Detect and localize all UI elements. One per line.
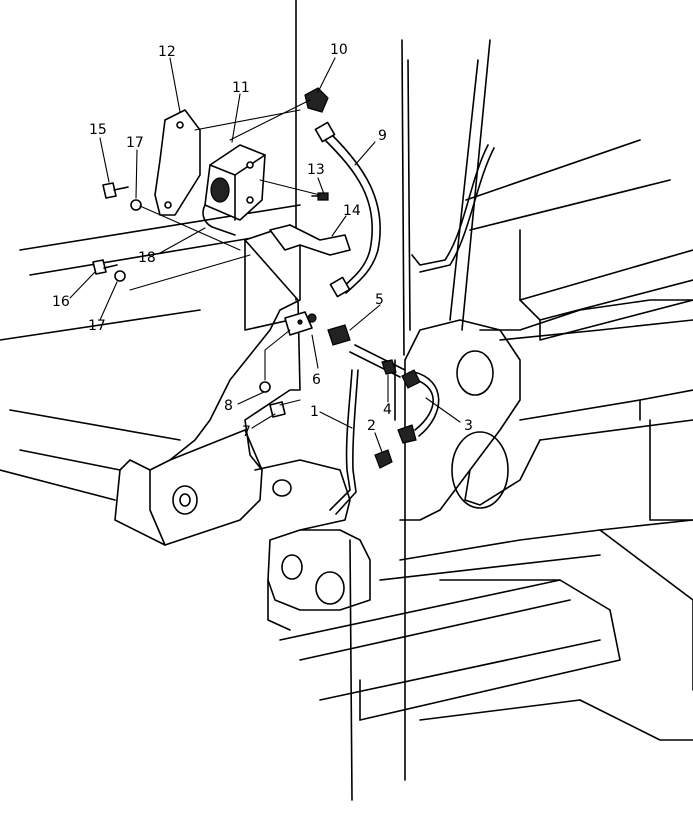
callout-12: 12	[158, 44, 176, 60]
callouts: 12 11 10 9 15 17 13 14 18 16 17 5 6 4 3 …	[52, 42, 473, 440]
callout-15: 15	[89, 122, 107, 138]
callout-17-bottom: 17	[88, 318, 106, 334]
hoses	[324, 134, 495, 515]
callout-11: 11	[232, 80, 250, 96]
callout-2: 2	[367, 418, 376, 434]
callout-16: 16	[52, 294, 70, 310]
callout-8: 8	[224, 398, 233, 414]
callout-1: 1	[310, 404, 319, 420]
callout-9: 9	[378, 128, 387, 144]
callout-7: 7	[242, 424, 251, 440]
parts	[92, 87, 421, 469]
machine-frame	[0, 0, 693, 801]
callout-10: 10	[330, 42, 348, 58]
callout-4: 4	[383, 402, 392, 418]
callout-18: 18	[138, 250, 156, 266]
callout-17-top: 17	[126, 135, 144, 151]
callout-6: 6	[312, 372, 321, 388]
small-bracket-part	[269, 224, 351, 256]
callout-13: 13	[307, 162, 325, 178]
valve-part	[327, 324, 351, 346]
leader-lines	[69, 57, 461, 453]
elbow-fitting-part	[304, 87, 329, 113]
callout-14: 14	[343, 203, 361, 219]
switch-box-part	[202, 144, 266, 236]
callout-3: 3	[464, 418, 473, 434]
bracket-plate-part	[154, 109, 201, 216]
callout-5: 5	[375, 292, 384, 308]
